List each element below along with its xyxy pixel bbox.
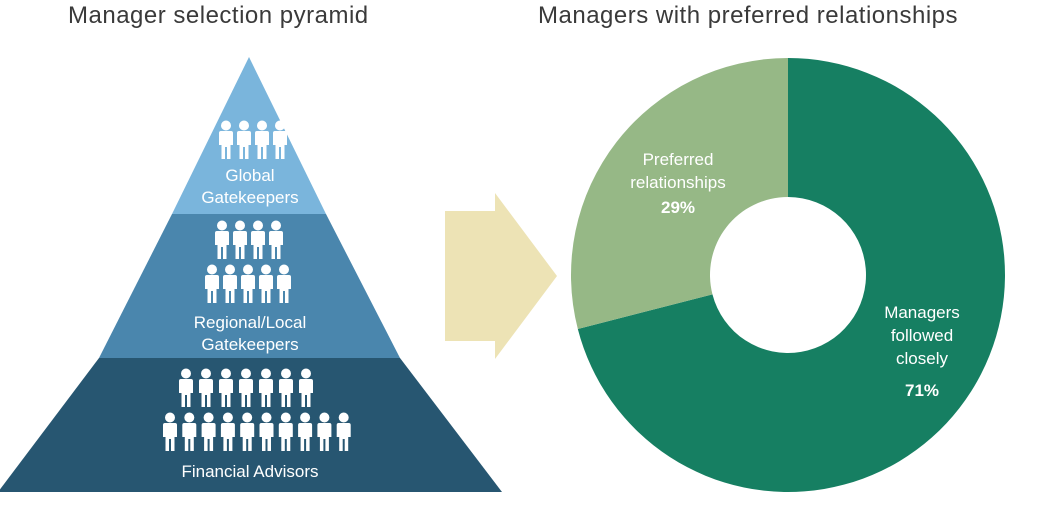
slice-label-preferred: Preferred bbox=[643, 150, 714, 169]
donut-slice-preferred bbox=[570, 58, 788, 329]
donut-slice-managers-followed bbox=[577, 58, 1005, 492]
tier-label-advisors: Financial Advisors bbox=[181, 462, 318, 481]
donut-chart bbox=[570, 58, 1005, 492]
tier-label-global: Gatekeepers bbox=[201, 188, 298, 207]
arrow-right-icon bbox=[445, 193, 557, 359]
donut-chart-title: Managers with preferred relationships bbox=[538, 2, 959, 29]
slice-pct-preferred: 29% bbox=[661, 198, 695, 217]
slice-pct-managers: 71% bbox=[905, 381, 939, 400]
slice-label-preferred: relationships bbox=[630, 173, 725, 192]
pyramid-title: Manager selection pyramid bbox=[68, 2, 369, 29]
tier-label-regional: Regional/Local bbox=[194, 313, 306, 332]
tier-label-regional: Gatekeepers bbox=[201, 335, 298, 354]
slice-label-managers: Managers bbox=[884, 303, 960, 322]
tier-label-global: Global bbox=[225, 166, 274, 185]
slice-label-managers: closely bbox=[896, 349, 948, 368]
slice-label-managers: followed bbox=[891, 326, 953, 345]
